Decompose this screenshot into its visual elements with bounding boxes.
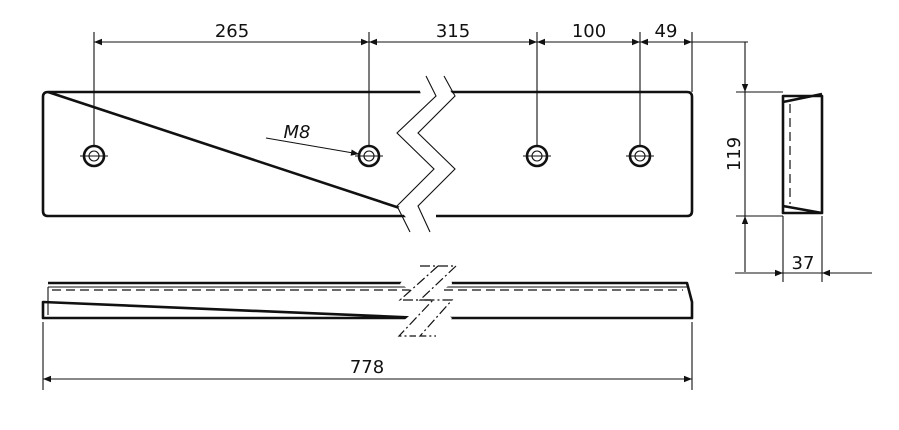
dim-778: 778 — [350, 357, 384, 378]
dim-315: 315 — [436, 21, 470, 42]
dim-119: 119 — [724, 137, 745, 171]
mounting-hole-4 — [626, 144, 654, 168]
mounting-hole-1 — [80, 144, 108, 168]
break-line-left — [396, 75, 437, 233]
break-mask-top — [398, 85, 458, 222]
dim-49: 49 — [655, 21, 678, 42]
mounting-hole-2 — [355, 144, 383, 168]
break-mask-front — [400, 270, 452, 336]
front-break-line-left — [397, 265, 440, 337]
bar-front-view-outline — [41, 281, 694, 320]
mounting-hole-3 — [523, 144, 551, 168]
dim-100: 100 — [572, 21, 606, 42]
bar-top-view-outline — [41, 90, 694, 218]
break-line-right — [417, 75, 456, 233]
bar-end-view-outline — [781, 92, 824, 215]
thread-label: M8 — [284, 122, 311, 143]
dim-265: 265 — [215, 21, 249, 42]
front-break-line-right — [418, 265, 458, 337]
thread-leader — [265, 137, 360, 156]
dim-37: 37 — [792, 253, 815, 274]
